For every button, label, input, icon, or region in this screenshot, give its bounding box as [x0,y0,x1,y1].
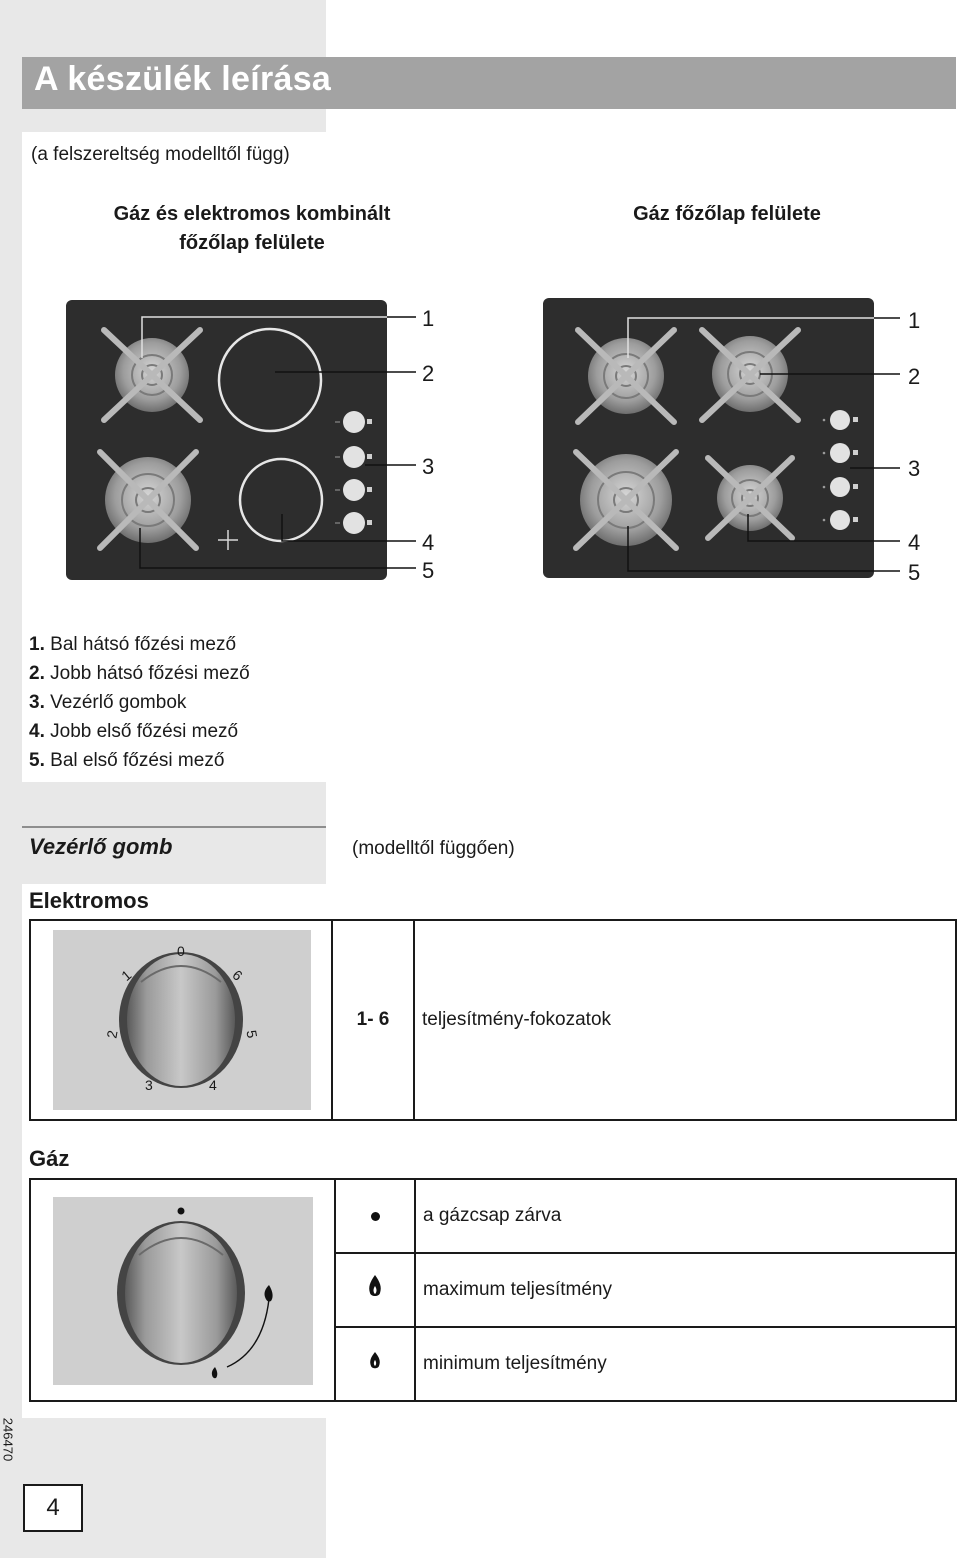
callout-1-left: 1 [422,306,435,331]
dial-mark: 2 [103,1029,120,1040]
burner-back-right [699,327,801,423]
control-knobs [335,411,372,534]
legend-item: 1. Bal hátsó főzési mező [29,634,237,655]
page-number: 4 [23,1484,83,1532]
electric-zone-back-right [217,327,323,433]
electric-control-table: 0 1 2 3 4 5 6 1- 6 teljesítmény-fokozato… [29,919,957,1121]
electric-zone-front-right [238,457,324,543]
large-flame-icon [264,1285,273,1302]
electric-heading: Elektromos [29,888,149,913]
burner-back-left [101,327,203,423]
gas-knob-image [53,1197,313,1385]
callout-4-right: 4 [908,530,921,555]
electric-knob-image: 0 1 2 3 4 5 6 [53,930,311,1110]
gas-control-table: a gázcsap zárva maximum teljesítmény min… [29,1178,957,1402]
section-rule [22,826,326,828]
gas-hob-diagram [543,298,900,578]
burner-front-right [705,455,795,541]
right-diagram-title: Gáz főzőlap felülete [633,203,821,225]
left-diagram-title: Gáz és elektromos kombinált főzőlap felü… [113,203,391,254]
gas-symbol-cell [334,1178,416,1254]
gas-knob-cell [29,1178,336,1402]
off-position-dot [177,1207,185,1215]
gas-off-text: a gázcsap zárva [414,1178,957,1254]
gas-min-text: minimum teljesítmény [414,1326,957,1402]
legend-item: 5. Bal első főzési mező [29,750,225,771]
gas-symbol-cell [334,1326,416,1402]
small-flame-icon [370,1352,380,1369]
power-range: 1- 6 [331,919,415,1121]
legend-item: 3. Vezérlő gombok [29,692,187,713]
callout-lines [627,317,900,572]
electric-knob-cell: 0 1 2 3 4 5 6 [29,919,333,1121]
control-knob-note: (modelltől függően) [352,838,515,859]
large-flame-icon [369,1275,381,1296]
combined-hob-diagram [66,300,416,580]
control-knob-heading: Vezérlő gomb [29,834,173,859]
page-title: A készülék leírása [34,60,332,98]
gas-heading: Gáz [29,1146,70,1171]
power-description: teljesítmény-fokozatok [413,919,957,1121]
callout-1-right: 1 [908,308,921,333]
legend-item: 2. Jobb hátsó főzési mező [29,663,250,684]
title-bar [22,57,956,109]
burner-front-left [573,449,679,551]
dial-mark: 4 [209,1077,217,1093]
burner-front-left [97,449,199,551]
callout-5-right: 5 [908,560,921,585]
dial-mark: 0 [177,943,185,959]
burner-back-left [575,327,677,425]
callout-2-right: 2 [908,364,921,389]
gas-max-text: maximum teljesítmény [414,1252,957,1328]
intro-note: (a felszereltség modelltől függ) [31,144,290,165]
dial-mark: 3 [145,1077,153,1093]
callout-3-right: 3 [908,456,921,481]
dial-mark: 5 [243,1029,260,1040]
callout-2-left: 2 [422,361,435,386]
callout-5-left: 5 [422,558,435,583]
document-number: 246470 [0,1417,16,1462]
control-knobs [822,410,858,530]
callout-4-left: 4 [422,530,435,555]
callout-3-left: 3 [422,454,435,479]
callout-lines [139,316,416,569]
gas-symbol-cell [334,1252,416,1328]
small-flame-icon [211,1367,218,1379]
dot-icon [370,1212,380,1221]
legend-item: 4. Jobb első főzési mező [29,721,239,742]
